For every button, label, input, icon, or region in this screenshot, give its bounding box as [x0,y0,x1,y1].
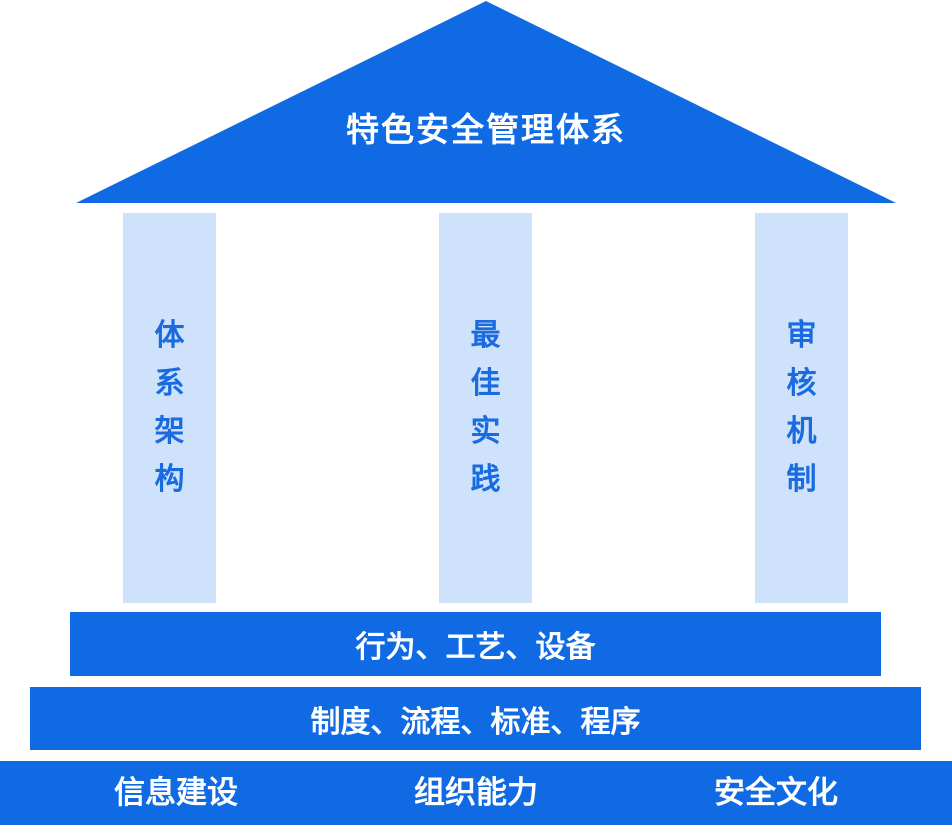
pillar-label: 最佳实践 [470,318,501,497]
foundation-base: 信息建设 组织能力 安全文化 [0,761,952,825]
foundation-item-safety-culture: 安全文化 [714,775,838,811]
pillar-label: 审核机制 [786,318,817,497]
foundation-item-info-construction: 信息建设 [114,775,238,811]
roof-title: 特色安全管理体系 [346,110,626,149]
roof-shape [76,1,896,203]
pillar-system-architecture: 体系架构 [123,213,216,603]
pillar-audit-mechanism: 审核机制 [755,213,848,603]
foundation-item-org-capability: 组织能力 [414,775,538,811]
roof-triangle [76,1,896,203]
pillar-best-practice: 最佳实践 [439,213,532,603]
band-rules-procedures: 制度、流程、标准、程序 [30,687,921,750]
band-label: 制度、流程、标准、程序 [310,704,641,740]
band-label: 行为、工艺、设备 [355,630,596,665]
band-behavior-process-equipment: 行为、工艺、设备 [70,612,881,676]
pillar-label: 体系架构 [154,318,185,497]
